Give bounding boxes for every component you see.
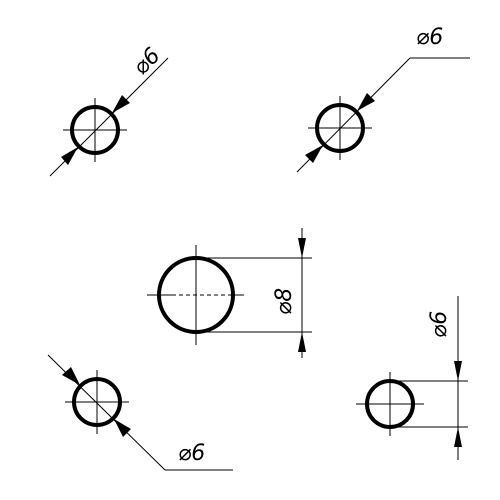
dimension-arrowhead: [298, 238, 306, 258]
dimension-label: ⌀6: [178, 441, 205, 466]
leader-arrowhead: [61, 147, 78, 165]
bottom-left-hole: ⌀6: [47, 354, 233, 471]
dimension-arrowhead: [454, 361, 462, 381]
leader-arrowhead: [114, 419, 131, 437]
leader-arrowhead: [112, 95, 130, 113]
dimension-label: ⌀6: [427, 311, 452, 338]
top-left-hole: ⌀6: [49, 43, 169, 177]
dimension-label: ⌀8: [272, 288, 297, 315]
leader-arrowhead: [62, 367, 80, 385]
bottom-right-hole: ⌀6: [356, 296, 468, 460]
dimension-label: ⌀6: [416, 25, 443, 50]
top-right-hole: ⌀6: [296, 25, 470, 173]
dimension-label: ⌀6: [129, 43, 166, 80]
dimension-arrowhead: [298, 332, 306, 352]
leader-arrowhead: [357, 93, 375, 111]
leader-arrowhead: [305, 145, 323, 163]
dimension-arrowhead: [454, 427, 462, 447]
center-hole: ⌀8: [147, 228, 312, 358]
